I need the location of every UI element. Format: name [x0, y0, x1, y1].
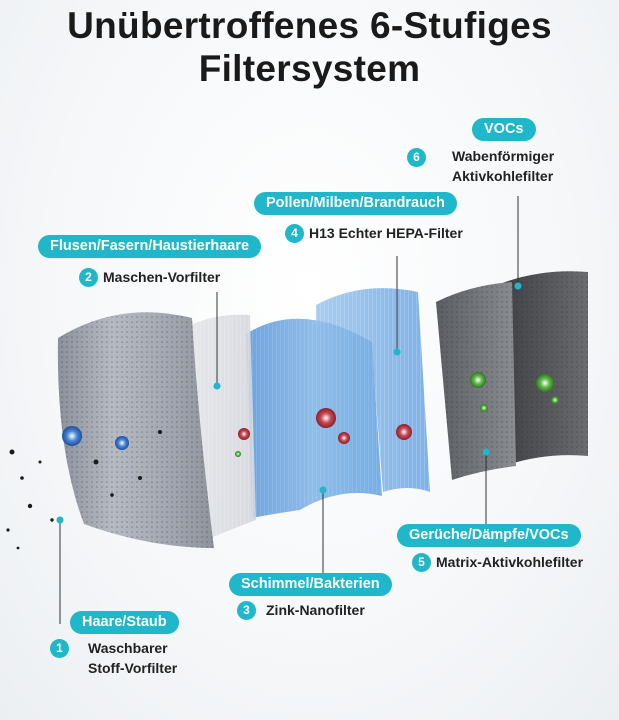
stage-1-name-line-1: Waschbarer	[88, 640, 168, 656]
stage-1-name: Waschbarer Stoff-Vorfilter	[88, 638, 177, 678]
stage-5-tag: Gerüche/Dämpfe/VOCs	[397, 524, 581, 547]
stage-6-name: Wabenförmiger Aktivkohlefilter	[452, 146, 554, 186]
title-line-1: Unübertroffenes 6-Stufiges	[67, 5, 552, 46]
stage-4-number: 4	[285, 224, 304, 243]
stage-1-tag: Haare/Staub	[70, 611, 179, 634]
stage-3-tag: Schimmel/Bakterien	[229, 573, 392, 596]
stage-3-number: 3	[237, 601, 256, 620]
stage-1-number: 1	[50, 639, 69, 658]
stage-6-number: 6	[407, 148, 426, 167]
stage-5-name: Matrix-Aktivkohlefilter	[436, 554, 584, 570]
stage-2-name: Maschen-Vorfilter	[103, 269, 221, 285]
leader-lines	[59, 196, 519, 624]
stage-4-name: H13 Echter HEPA-Filter	[309, 225, 463, 241]
stage-3-name: Zink-Nanofilter	[266, 602, 365, 618]
stage-6-name-line-2: Aktivkohlefilter	[452, 168, 554, 184]
zinc-nanofilter-icon	[246, 318, 382, 518]
matrix-carbon-filter-icon	[436, 282, 516, 480]
stage-4-tag: Pollen/Milben/Brandrauch	[254, 192, 457, 215]
honeycomb-carbon-filter-icon	[497, 271, 588, 466]
stage-1-name-line-2: Stoff-Vorfilter	[88, 660, 178, 676]
leader-dots	[56, 282, 522, 524]
title-line-2: Filtersystem	[198, 48, 421, 89]
stage-2-number: 2	[79, 268, 98, 287]
stage-2-tag: Flusen/Fasern/Haustierhaare	[38, 235, 262, 258]
stage-5-number: 5	[412, 553, 431, 572]
stage-6-tag: VOCs	[472, 118, 536, 141]
fabric-prefilter-icon	[57, 312, 214, 548]
page-title: Unübertroffenes 6-Stufiges Filtersystem	[0, 4, 619, 90]
stage-6-name-line-1: Wabenförmiger	[452, 148, 555, 164]
debris-particles	[6, 449, 54, 550]
